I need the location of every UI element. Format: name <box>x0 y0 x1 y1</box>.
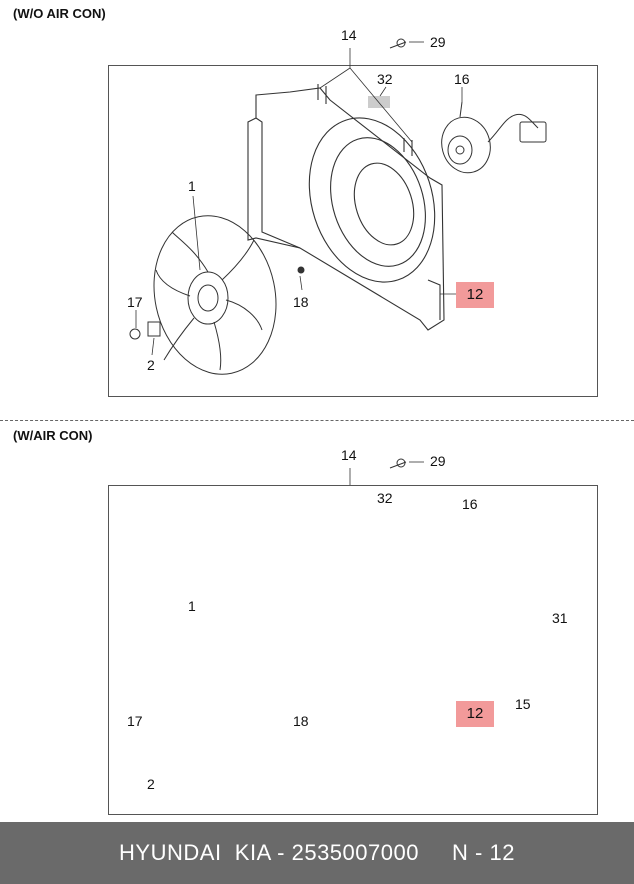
footer-part-number: 2535007000 <box>291 840 419 865</box>
footer-page: N - 12 <box>452 840 515 865</box>
callout-1: 1 <box>188 598 196 614</box>
callout-31: 31 <box>552 610 568 626</box>
section-divider <box>0 420 634 421</box>
callout-16: 16 <box>454 71 470 87</box>
callout-16: 16 <box>462 496 478 512</box>
callout-29: 29 <box>430 453 446 469</box>
callout-15: 15 <box>515 696 531 712</box>
callout-32: 32 <box>377 490 393 506</box>
callout-2: 2 <box>147 776 155 792</box>
shroud-drawing-1 <box>247 84 445 331</box>
callout-2: 2 <box>147 357 155 373</box>
footer-spacer <box>419 840 452 865</box>
section-title-with-ac: (W/AIR CON) <box>13 428 93 443</box>
footer-brand: HYUNDAI KIA <box>119 840 271 865</box>
footer-separator: - <box>270 840 292 865</box>
diagram-frame-without-ac <box>108 65 598 397</box>
callout-17: 17 <box>127 713 143 729</box>
callout-18: 18 <box>293 713 309 729</box>
callout-1: 1 <box>188 178 196 194</box>
callout-14: 14 <box>341 27 357 43</box>
callout-18: 18 <box>293 294 309 310</box>
fan-drawing-1 <box>153 215 277 375</box>
footer-bar: HYUNDAI KIA - 2535007000 N - 12 <box>0 822 634 884</box>
callout-29: 29 <box>430 34 446 50</box>
callout-12-highlight: 12 <box>456 701 494 727</box>
callout-17: 17 <box>127 294 143 310</box>
diagram-frame-with-ac <box>108 485 598 815</box>
small-parts-1 <box>129 38 407 340</box>
section-title-without-ac: (W/O AIR CON) <box>13 6 106 21</box>
callout-12-highlight: 12 <box>456 282 494 308</box>
leader-lines-1 <box>135 41 463 356</box>
callout-14: 14 <box>341 447 357 463</box>
callout-32: 32 <box>377 71 393 87</box>
motor-drawing-1 <box>441 101 547 174</box>
